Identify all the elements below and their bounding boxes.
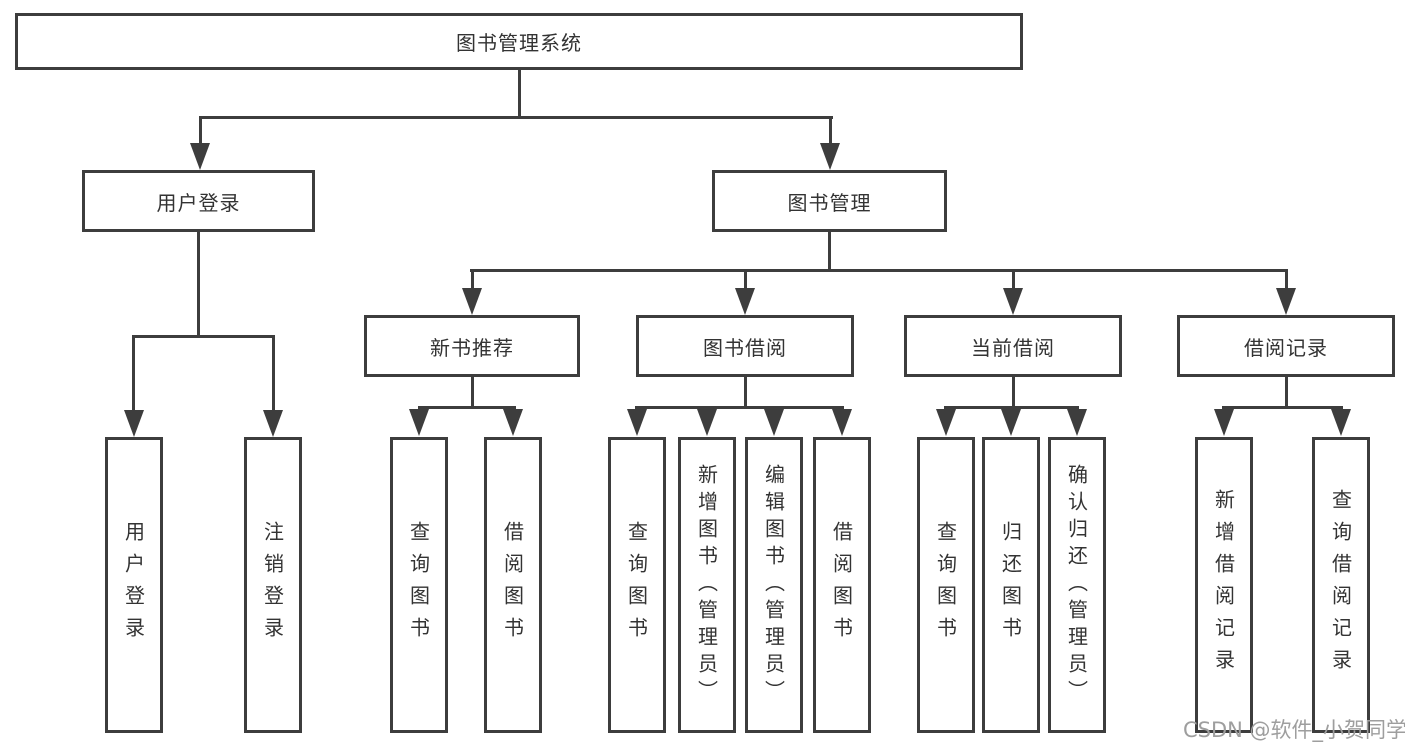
connector-section-bar (418, 406, 516, 409)
arrow-down-icon (263, 410, 283, 437)
connector-section-bar (944, 406, 1079, 409)
node-borrowing-records: 借阅记录 (1177, 315, 1395, 377)
arrow-down-icon (1276, 288, 1296, 315)
leaf-query-books: 查询图书 (390, 437, 448, 733)
arrow-down-icon (1001, 409, 1021, 436)
leaf-label: 借阅图书 (829, 521, 854, 649)
connector-section-stem (1012, 377, 1015, 409)
connector-level1-bar (199, 116, 833, 119)
leaf-label: 编辑图书（管理员） (761, 463, 786, 707)
arrow-down-icon (820, 143, 840, 170)
arrow-down-icon (1003, 288, 1023, 315)
connector-drop (199, 116, 202, 144)
arrow-down-icon (1214, 409, 1234, 436)
leaf-add-borrow-record: 新增借阅记录 (1195, 437, 1253, 733)
leaf-query-books: 查询图书 (608, 437, 666, 733)
leaf-label: 归还图书 (998, 521, 1023, 649)
connector-drop (1285, 269, 1288, 290)
node-current-borrowing: 当前借阅 (904, 315, 1122, 377)
leaf-confirm-return-admin: 确认归还（管理员） (1048, 437, 1106, 733)
arrow-down-icon (697, 409, 717, 436)
leaf-label: 借阅图书 (500, 521, 525, 649)
connector-level3-bar (470, 269, 1288, 272)
arrow-down-icon (627, 409, 647, 436)
connector-drop (1012, 269, 1015, 290)
leaf-label: 查询借阅记录 (1328, 489, 1353, 681)
csdn-watermark: CSDN @软件_小贺同学 (1183, 718, 1405, 742)
leaf-query-books: 查询图书 (917, 437, 975, 733)
connector-bookmgmt-stem (828, 232, 831, 272)
arrow-down-icon (735, 288, 755, 315)
leaf-logout: 注销登录 (244, 437, 302, 733)
node-user-login: 用户登录 (82, 170, 315, 232)
connector-drop (132, 335, 135, 413)
node-book-borrowing: 图书借阅 (636, 315, 854, 377)
arrow-down-icon (462, 288, 482, 315)
leaf-label: 确认归还（管理员） (1064, 463, 1089, 707)
arrow-down-icon (764, 409, 784, 436)
leaf-label: 新增图书（管理员） (694, 463, 719, 707)
leaf-label: 查询图书 (624, 521, 649, 649)
connector-section-bar (1222, 406, 1343, 409)
connector-section-bar (635, 406, 844, 409)
arrow-down-icon (832, 409, 852, 436)
connector-root-stem (518, 70, 521, 118)
connector-drop (272, 335, 275, 413)
leaf-return-books: 归还图书 (982, 437, 1040, 733)
connector-drop (744, 269, 747, 290)
arrow-down-icon (190, 143, 210, 170)
node-new-book-recommend: 新书推荐 (364, 315, 580, 377)
leaf-label: 用户登录 (121, 521, 146, 649)
connector-userlogin-bar (132, 335, 275, 338)
node-library-system: 图书管理系统 (15, 13, 1023, 70)
node-book-management: 图书管理 (712, 170, 947, 232)
leaf-query-borrow-record: 查询借阅记录 (1312, 437, 1370, 733)
leaf-label: 注销登录 (260, 521, 285, 649)
leaf-label: 新增借阅记录 (1211, 489, 1236, 681)
leaf-borrow-books: 借阅图书 (813, 437, 871, 733)
leaf-user-login: 用户登录 (105, 437, 163, 733)
connector-section-stem (1285, 377, 1288, 409)
connector-section-stem (471, 377, 474, 409)
connector-userlogin-stem (197, 232, 200, 337)
leaf-label: 查询图书 (406, 521, 431, 649)
arrow-down-icon (124, 410, 144, 437)
leaf-label: 查询图书 (933, 521, 958, 649)
arrow-down-icon (1067, 409, 1087, 436)
connector-drop (829, 116, 832, 144)
arrow-down-icon (1331, 409, 1351, 436)
leaf-add-books-admin: 新增图书（管理员） (678, 437, 736, 733)
arrow-down-icon (936, 409, 956, 436)
arrow-down-icon (503, 409, 523, 436)
leaf-borrow-books: 借阅图书 (484, 437, 542, 733)
arrow-down-icon (409, 409, 429, 436)
connector-drop (471, 269, 474, 290)
connector-section-stem (744, 377, 747, 409)
leaf-edit-books-admin: 编辑图书（管理员） (745, 437, 803, 733)
